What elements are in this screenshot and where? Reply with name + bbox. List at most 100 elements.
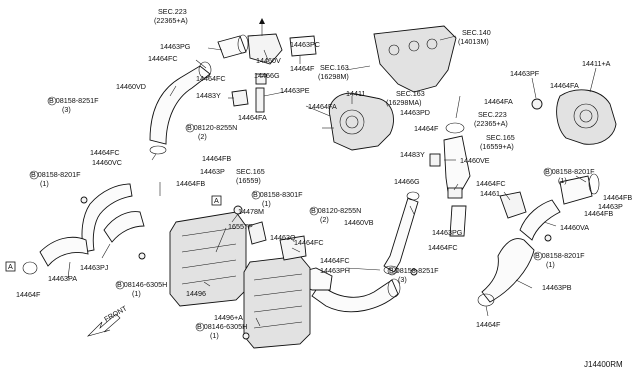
manifold-port [388, 44, 400, 56]
bolt-b-markers [29, 96, 553, 332]
label-l79: (1) [132, 289, 141, 298]
label-l39: 14463Q [270, 233, 296, 242]
label-l46: 14464FA [550, 81, 579, 90]
label-l51: SEC.223 [478, 110, 507, 119]
label-l3: 14463PG [160, 42, 191, 51]
label-l17: SEC.140 [462, 28, 491, 37]
bolt-icon [544, 234, 552, 242]
label-l55: (16559+A) [480, 142, 514, 151]
label-l4: 14464FC [148, 54, 178, 63]
bracket-16557p [247, 221, 267, 245]
label-l21: 14411 [346, 89, 365, 98]
label-l50: 14463PD [400, 108, 430, 117]
label-l64: (1) [558, 176, 567, 185]
cooler-fin [253, 321, 303, 329]
clamp-ring [383, 265, 399, 275]
label-l75: 14463PJ [80, 263, 109, 272]
label-l14: 14463PE [280, 86, 310, 95]
label-l59: 14464FC [476, 179, 506, 188]
label-l49: (16298MA) [386, 98, 422, 107]
cooler-fin [181, 259, 237, 269]
cooler-fin [181, 275, 237, 285]
label-l83: (1) [210, 331, 219, 340]
label-l7: (3) [62, 105, 71, 114]
label-l43: 14460VB [344, 218, 374, 227]
drawing-number: J14400RM [584, 360, 623, 369]
turbo-inlet-inner [345, 115, 359, 129]
label-l36: (2) [320, 215, 329, 224]
label-l12: 14466G [254, 71, 280, 80]
cooler-fin [181, 227, 237, 237]
label-l37: 14478M [238, 207, 264, 216]
label-l61: 14463PG [432, 228, 463, 237]
label-l19: SEC.163 [320, 63, 349, 72]
label-l57: 14460VE [460, 156, 490, 165]
label-l68: 14460VA [560, 223, 589, 232]
cooler-fin [181, 243, 237, 253]
label-l31: SEC.165 [236, 167, 265, 176]
turbocharger-14411a [556, 89, 617, 145]
label-l65: 14464FB [603, 193, 632, 202]
label-l6: B 08158-8251F [49, 96, 99, 105]
hose-14463p-right [559, 175, 593, 205]
turbo-inlet [339, 109, 365, 135]
label-l67: 14464FB [584, 209, 613, 218]
label-l78: B 08146-6305H [117, 280, 167, 289]
front-arrow-icon [86, 313, 121, 337]
label-l41: 14464FC [320, 256, 350, 265]
label-l44: 14463PF [510, 69, 540, 78]
label-l22: B 08120-8255N [187, 123, 237, 132]
view-a-box-top [211, 195, 222, 206]
label-l25: 14460VC [92, 158, 122, 167]
intercooler-14496 [169, 211, 247, 307]
turbo-inlet-inner [579, 109, 593, 123]
label-l47: 14464FA [484, 97, 513, 106]
label-l54: SEC.165 [486, 133, 515, 142]
label-l9: 14463PC [290, 40, 320, 49]
label-l73: B 08158-8251F [389, 266, 439, 275]
label-l28: 14464FB [202, 154, 231, 163]
label-l66: 14463P [598, 202, 623, 211]
leader-lines [67, 35, 597, 327]
label-l26: B 08158-8201F [31, 170, 81, 179]
fitting-14466g-right [447, 187, 463, 199]
clamp-ring [237, 34, 249, 54]
label-l71: 14463PB [542, 283, 572, 292]
hose-14463pb [481, 238, 535, 303]
label-l72: 14464F [476, 320, 501, 329]
label-l10: 14464F [290, 64, 315, 73]
pipe-14463pe [255, 87, 265, 113]
hose-14463pj [103, 211, 145, 243]
label-l16: 14464FA [238, 113, 267, 122]
arrow-head [259, 18, 265, 24]
bolt-icon [80, 196, 88, 204]
clamp-ring [387, 278, 401, 298]
turbocharger-14411 [328, 92, 394, 151]
label-l56: 14483Y [400, 150, 425, 159]
label-l48: SEC.163 [396, 89, 425, 98]
label-l81: 14496+A [214, 313, 243, 322]
label-a-left: A [8, 262, 13, 271]
sensor-14483y-right [429, 153, 441, 167]
bolt-icon [410, 268, 418, 276]
bracket-14461 [499, 191, 527, 219]
label-l29: 14463P [200, 167, 225, 176]
label-l27: (1) [40, 179, 49, 188]
front-label: FRONT [103, 303, 129, 323]
label-l53: 14464F [414, 124, 439, 133]
hose-14463pa [39, 236, 89, 267]
duct-14463q [279, 235, 307, 261]
label-l76: 14463PA [48, 274, 77, 283]
clamp-ring-14464f [22, 261, 38, 275]
view-a-box-left [5, 261, 16, 272]
part-labels: SEC.223 (22365+A) 14463PG 14464FC 14460V… [8, 7, 632, 369]
label-l24: 14464FC [90, 148, 120, 157]
label-l13: 14483Y [196, 91, 221, 100]
fitting-14466g [255, 73, 267, 85]
label-l11: 14464FC [196, 74, 226, 83]
label-l2: (22365+A) [154, 16, 188, 25]
label-l8: 14460V [256, 56, 281, 65]
label-l32: (16559) [236, 176, 261, 185]
hose-14463pc [289, 35, 317, 57]
